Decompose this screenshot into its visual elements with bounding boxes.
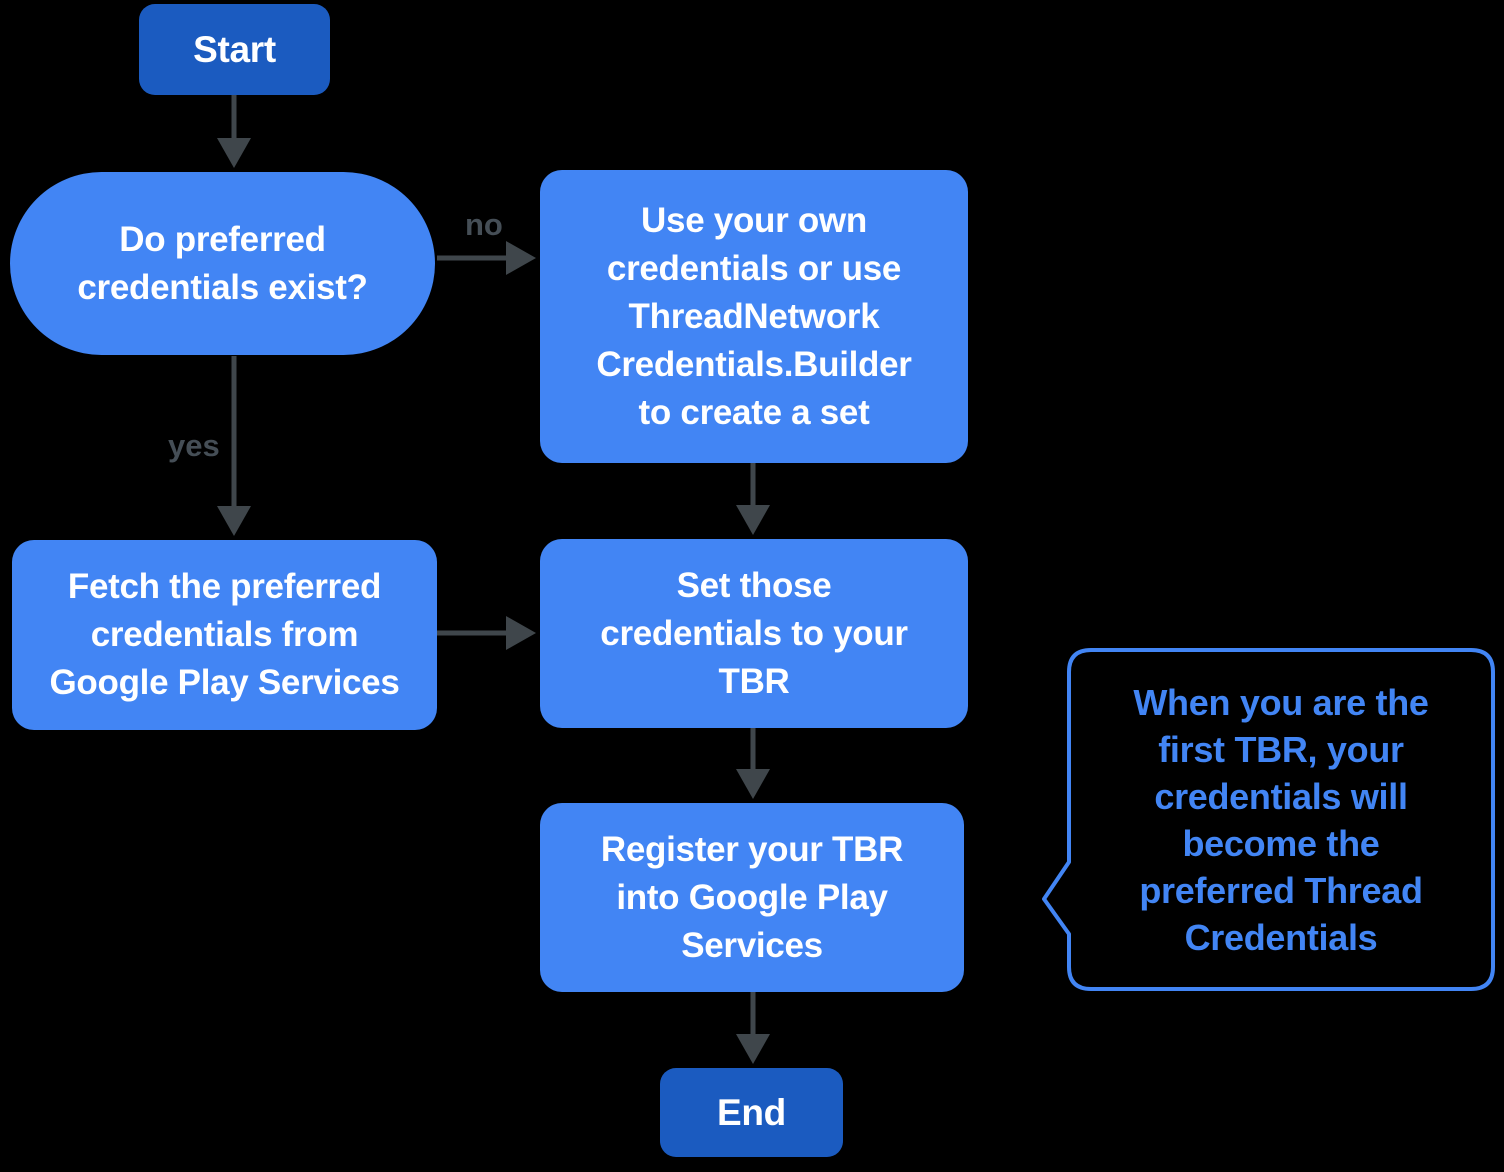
node-set-credentials-to-tbr: Set those credentials to your TBR: [540, 539, 968, 728]
node-end-label: End: [717, 1091, 786, 1133]
node-end: End: [660, 1068, 843, 1157]
node-use-own-credentials: Use your own credentials or use ThreadNe…: [540, 170, 968, 463]
node-decision-preferred-credentials: Do preferred credentials exist?: [10, 172, 435, 355]
edge-label-yes: yes: [168, 428, 220, 463]
node-start: Start: [139, 4, 330, 95]
callout-note: When you are the first TBR, your credent…: [1069, 650, 1493, 989]
node-start-label: Start: [193, 28, 276, 70]
arrow-use-own-to-set: [736, 463, 770, 535]
node-use-own-label: Use your own credentials or use ThreadNe…: [596, 200, 912, 432]
arrow-set-to-register: [736, 728, 770, 799]
arrow-decision-to-use-own: [437, 241, 536, 275]
node-set-label: Set those credentials to your TBR: [600, 565, 908, 701]
arrow-start-to-decision: [217, 95, 251, 168]
node-fetch-preferred-credentials: Fetch the preferred credentials from Goo…: [12, 540, 437, 730]
arrow-register-to-end: [736, 992, 770, 1064]
node-register-tbr: Register your TBR into Google Play Servi…: [540, 803, 964, 992]
node-fetch-label: Fetch the preferred credentials from Goo…: [49, 567, 400, 702]
edge-label-no: no: [465, 207, 503, 242]
arrow-fetch-to-set: [437, 616, 536, 650]
callout-note-text: When you are the first TBR, your credent…: [1133, 681, 1429, 958]
arrow-decision-to-fetch: [217, 356, 251, 536]
node-decision-label: Do preferred credentials exist?: [77, 219, 368, 307]
node-register-label: Register your TBR into Google Play Servi…: [600, 829, 904, 965]
